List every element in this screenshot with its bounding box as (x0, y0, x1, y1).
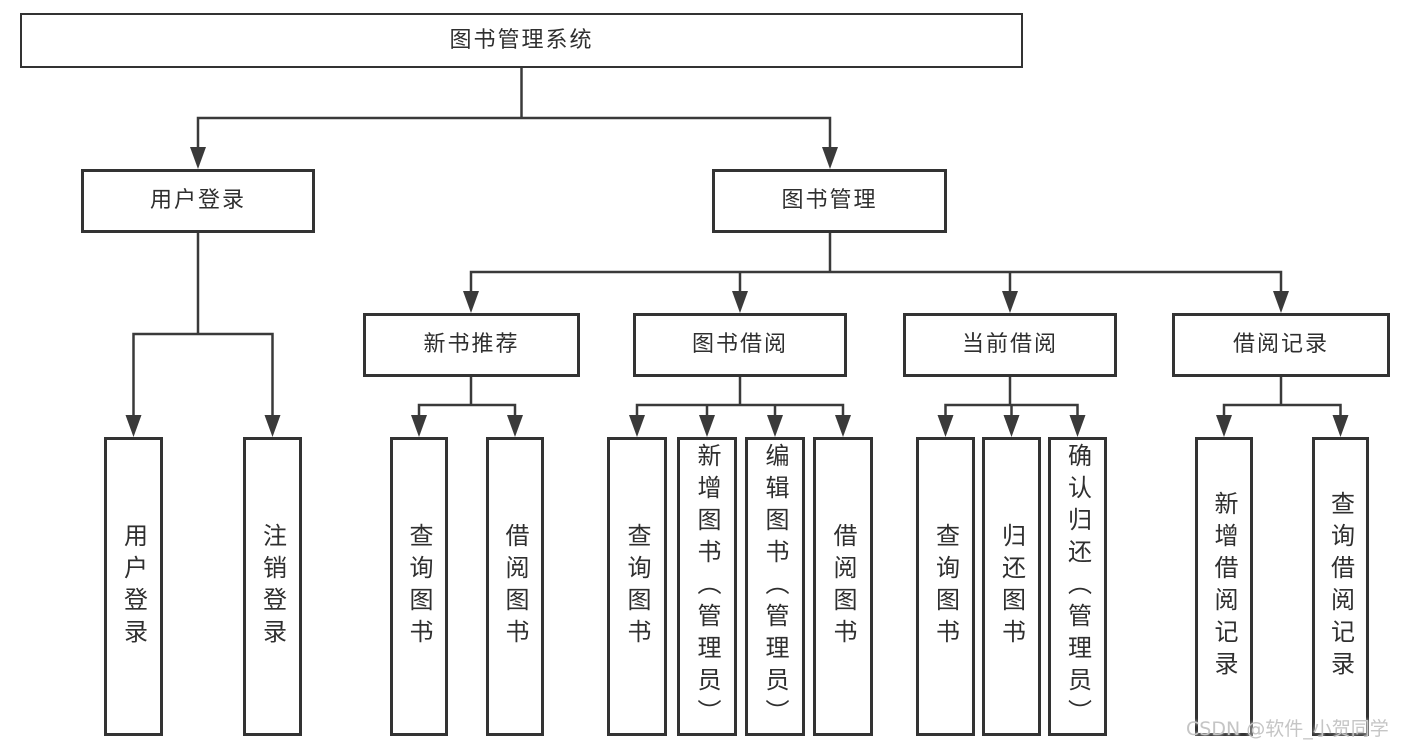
connectors-root (190, 68, 838, 169)
branch-line (944, 403, 1079, 418)
arrowhead (190, 147, 206, 169)
leaf-logout: 注销登录 (243, 437, 302, 736)
leaf-borrowing-add-books-admin: 新增图书（管理员） (677, 437, 737, 736)
node-current-borrowing: 当前借阅 (903, 313, 1117, 377)
node-user-login: 用户登录 (81, 169, 315, 233)
leaf-current-confirm-return-admin: 确认归还（管理员） (1048, 437, 1107, 736)
node-root-system: 图书管理系统 (20, 13, 1023, 68)
connectors-book-borrowing (629, 377, 851, 437)
connectors-borrowing-records (1216, 377, 1349, 437)
arrowhead (1069, 415, 1086, 437)
connectors-new-book-recommend (411, 377, 523, 437)
leaf-borrowing-edit-books-admin: 编辑图书（管理员） (745, 437, 805, 736)
arrowhead (463, 291, 479, 313)
leaf-borrowing-query-books: 查询图书 (607, 437, 667, 736)
node-new-book-recommend: 新书推荐 (363, 313, 580, 377)
arrowhead (411, 415, 427, 437)
arrowhead (264, 415, 281, 437)
branch-line (1222, 403, 1342, 418)
arrowhead (767, 415, 783, 437)
branch-line (132, 332, 274, 418)
branch-line (469, 270, 1283, 294)
arrowhead (822, 147, 838, 169)
branch-line (635, 403, 845, 418)
leaf-user-login: 用户登录 (104, 437, 163, 736)
leaf-records-add-record: 新增借阅记录 (1195, 437, 1253, 736)
arrowhead (835, 415, 851, 437)
arrowhead (1332, 415, 1349, 437)
node-borrowing-records: 借阅记录 (1172, 313, 1390, 377)
branch-line (417, 403, 517, 418)
leaf-current-query-books: 查询图书 (916, 437, 975, 736)
arrowhead (1273, 291, 1289, 313)
connectors-current-borrowing (937, 377, 1086, 437)
leaf-recommend-query-books: 查询图书 (390, 437, 448, 736)
watermark: CSDN @软件_小贺同学 (1186, 718, 1389, 740)
arrowhead (125, 415, 142, 437)
leaf-records-query-record: 查询借阅记录 (1312, 437, 1369, 736)
branch-line (196, 116, 832, 150)
arrowhead (507, 415, 523, 437)
leaf-current-return-books: 归还图书 (982, 437, 1041, 736)
arrowhead (629, 415, 645, 437)
arrowhead (732, 291, 748, 313)
leaf-recommend-borrow-books: 借阅图书 (486, 437, 544, 736)
arrowhead (1216, 415, 1232, 437)
arrowhead (1002, 291, 1018, 313)
arrowhead (699, 415, 715, 437)
connectors-book-management (463, 233, 1289, 313)
arrowhead (937, 415, 954, 437)
arrowhead (1003, 415, 1020, 437)
node-book-borrowing: 图书借阅 (633, 313, 847, 377)
connectors-user-login (125, 233, 281, 437)
node-book-management: 图书管理 (712, 169, 947, 233)
leaf-borrowing-borrow-books: 借阅图书 (813, 437, 873, 736)
